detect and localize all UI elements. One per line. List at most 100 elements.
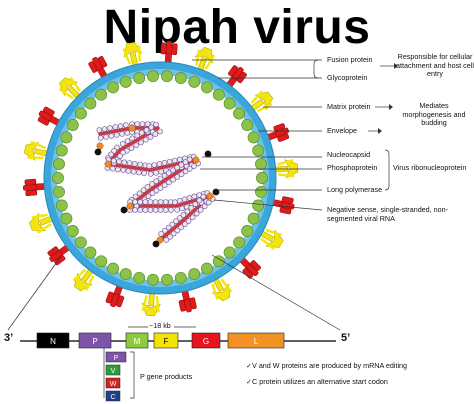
- nucleocapsid-bead: [205, 199, 212, 206]
- nucleocapsid-bead: [191, 163, 197, 169]
- nucleocapsid-bead: [140, 187, 147, 193]
- glyco-spike-arm: [141, 295, 148, 312]
- nucleocapsid-bead: [139, 121, 146, 127]
- fusion-spike-head: [22, 184, 37, 191]
- matrix-protein-bead: [223, 97, 236, 110]
- fusion-spike-head: [277, 133, 290, 142]
- gene-label-f: F: [164, 337, 169, 346]
- p-product-w: [105, 377, 121, 389]
- fusion-spike-head: [228, 65, 239, 77]
- nucleocapsid-bead: [97, 135, 104, 141]
- matrix-protein-bead: [84, 97, 97, 110]
- matrix-protein-bead: [147, 273, 159, 286]
- p-product-p: [105, 351, 127, 363]
- genome-note-2: ✓C protein utilizes an alternative start…: [246, 377, 388, 386]
- nucleocapsid-bead: [101, 126, 108, 132]
- attachment-bracket: [313, 59, 319, 79]
- nucleocapsid-bead: [146, 163, 152, 169]
- matrix-protein-bead: [161, 70, 173, 83]
- nucleocapsid-bead: [151, 162, 158, 168]
- p-product-label-c: C: [110, 394, 115, 401]
- matrix-protein-bead: [200, 262, 213, 275]
- nucleocapsid-bead: [157, 175, 164, 182]
- nucleocapsid-bead: [148, 171, 154, 177]
- nucleocapsid-bead: [192, 201, 199, 207]
- fusion-spike-head: [236, 71, 247, 84]
- matrix-protein-bead: [147, 70, 159, 83]
- glyco-spike-arm: [27, 156, 44, 160]
- fusion-spike-head: [171, 43, 178, 56]
- nucleocapsid-bead: [138, 130, 145, 136]
- nucleocapsid-bead: [161, 182, 168, 188]
- nucleocapsid-bead: [168, 207, 174, 213]
- nucleocapsid-bead: [157, 185, 164, 191]
- fusion-spike-head: [165, 40, 173, 55]
- nucleocapsid-bead: [172, 199, 178, 205]
- genome-note-1: ✓V and W proteins are produced by mRNA e…: [246, 361, 408, 370]
- rna-pointer: [213, 199, 323, 211]
- nucleocapsid-bead: [120, 167, 126, 173]
- matrix-protein-bead: [133, 72, 146, 85]
- p-product-label-w: W: [110, 381, 117, 388]
- matrix-protein-bead: [84, 246, 97, 259]
- long-polymerase-dot: [94, 148, 102, 156]
- fusion-protein-label: Fusion protein: [327, 55, 373, 64]
- nucleocapsid-bead: [124, 138, 131, 144]
- nucleocapsid-bead: [103, 134, 109, 140]
- fusion-spike-head: [275, 127, 290, 137]
- matrix-protein-bead: [133, 271, 146, 284]
- nucleocapsid-bead: [115, 166, 121, 173]
- nucleocapsid-bead: [152, 131, 159, 137]
- p-product-label-v: V: [111, 368, 116, 375]
- nucleocapsid-bead: [185, 218, 192, 224]
- nucleocapsid-bead: [121, 159, 128, 166]
- fusion-spike-head: [92, 56, 103, 71]
- nucleocapsid-bead: [182, 221, 188, 227]
- glyco-spike-arm: [137, 45, 141, 62]
- attachment-note: Responsible for cellular attachment and …: [396, 52, 474, 78]
- matrix-protein-bead: [188, 268, 201, 281]
- ribonucleoprotein-coils: [94, 121, 220, 248]
- fusion-spike-head: [105, 291, 114, 304]
- nucleocapsid-bead: [119, 131, 125, 137]
- glycoprotein-spike: [122, 42, 143, 70]
- nucleocapsid-bead: [143, 127, 150, 133]
- matrix-protein-bead: [95, 255, 108, 268]
- surface-spikes: [22, 40, 299, 317]
- phosphoprotein-dot: [126, 202, 134, 210]
- genome-left-connector: [7, 254, 63, 331]
- nucleocapsid-bead: [124, 130, 131, 136]
- nucleocapsid-bead: [133, 142, 140, 148]
- nucleocapsid-bead: [163, 207, 169, 213]
- p-product-v: [105, 364, 121, 376]
- fusion-spike-head: [281, 196, 294, 204]
- nucleocapsid-bead: [165, 170, 172, 176]
- matrix-protein-bead: [74, 107, 87, 120]
- nucleocapsid-bead: [132, 193, 139, 200]
- nucleocapsid-bead: [112, 124, 119, 130]
- matrix-protein-bead: [119, 75, 132, 88]
- nucleocapsid-bead: [136, 169, 142, 176]
- matrix-protein-bead: [52, 172, 64, 184]
- nucleocapsid-bead: [111, 148, 117, 154]
- phosphoprotein-dot: [104, 160, 112, 168]
- nucleocapsid-bead: [153, 187, 160, 194]
- p-product-label-p: P: [114, 355, 119, 362]
- nucleocapsid-bead: [177, 156, 183, 163]
- nucleocapsid-bead: [114, 144, 120, 151]
- long-polymerase-dot: [204, 150, 212, 158]
- nucleocapsid-bead: [108, 151, 114, 158]
- long-polymerase-dot: [120, 206, 128, 214]
- nucleocapsid-bead: [193, 210, 200, 217]
- glyco-spike-arm: [277, 173, 295, 178]
- gene-label-n: N: [50, 337, 56, 346]
- nucleocapsid-bead: [138, 139, 144, 146]
- matrix-protein-bead: [200, 81, 213, 94]
- nucleocapsid-bead: [149, 181, 155, 187]
- fusion-spike-head: [250, 260, 261, 271]
- matrix-protein-bead: [53, 185, 65, 198]
- fusion-spike-head: [279, 207, 292, 215]
- nucleocapsid-bead: [170, 167, 176, 174]
- matrix-protein-bead: [107, 262, 120, 275]
